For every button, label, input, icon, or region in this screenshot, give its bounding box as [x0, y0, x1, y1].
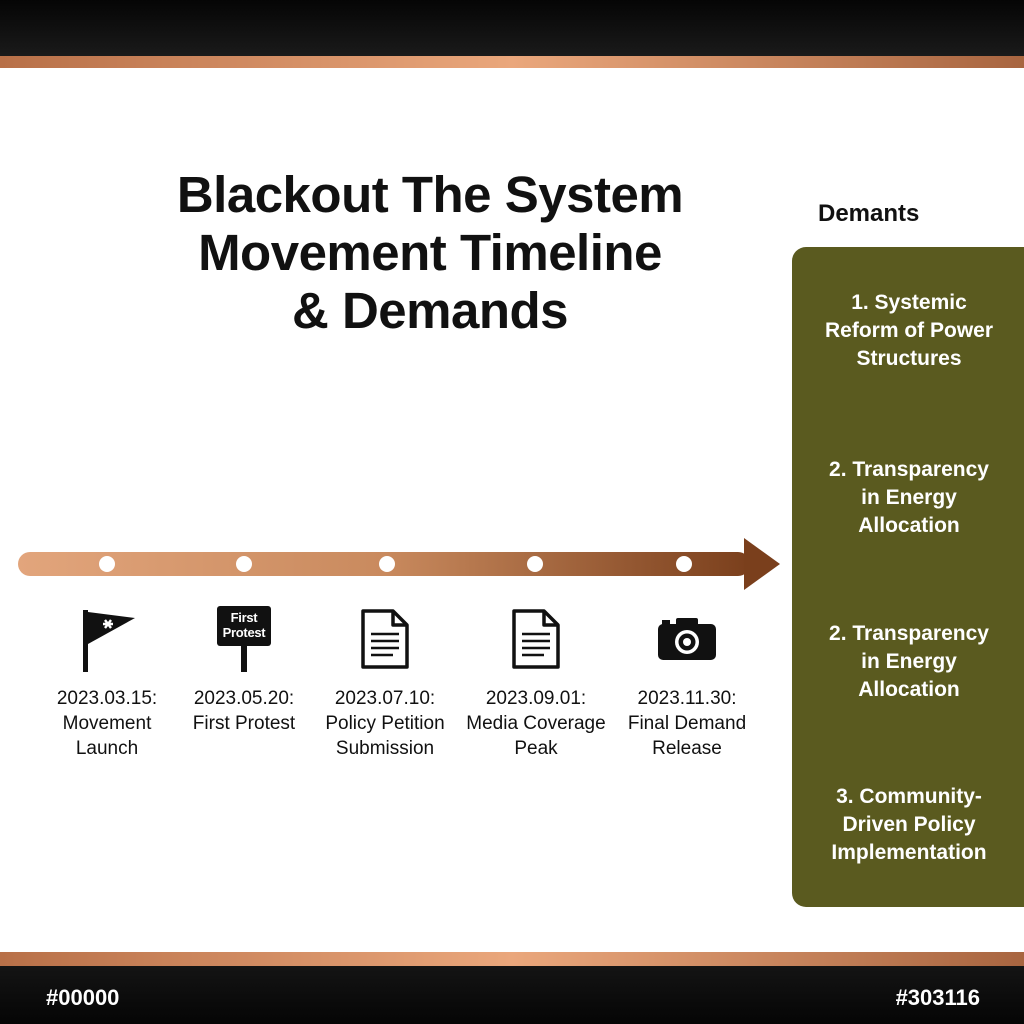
camera-icon: [612, 604, 762, 674]
bottom-copper-stripe: [0, 952, 1024, 966]
bottom-band: [0, 966, 1024, 1024]
timeline-event-4: 2023.09.01: Media Coverage Peak: [461, 604, 611, 761]
document-icon: [461, 604, 611, 674]
flag-icon: [32, 604, 182, 674]
footer-right-code: #303116: [895, 985, 980, 1010]
timeline-event-3: 2023.07.10: Policy Petition Submission: [310, 604, 460, 761]
document-icon: [310, 604, 460, 674]
timeline-dot-1: [99, 556, 115, 572]
demands-heading: Demants: [818, 200, 920, 227]
protest-sign-icon: First Protest: [169, 604, 319, 674]
timeline-dot-3: [379, 556, 395, 572]
top-band: [0, 0, 1024, 56]
timeline-dot-5: [676, 556, 692, 572]
footer-left-code: #00000: [46, 985, 120, 1010]
demand-item-2: 2. Transparency in Energy Allocation: [829, 458, 989, 537]
demand-item-3: 2. Transparency in Energy Allocation: [829, 622, 989, 701]
demands-panel: 1. Systemic Reform of Power Structures 2…: [792, 247, 1024, 907]
timeline-arrow: [18, 538, 780, 590]
page-title: Blackout The System Movement Timeline & …: [60, 166, 800, 340]
title-line-1: Blackout The System: [176, 166, 684, 223]
top-copper-stripe: [0, 56, 1024, 68]
timeline-dot-4: [527, 556, 543, 572]
timeline-event-5: 2023.11.30: Final Demand Release: [612, 604, 762, 761]
demand-item-4: 3. Community- Driven Policy Implementati…: [831, 785, 987, 864]
demand-item-1: 1. Systemic Reform of Power Structures: [824, 291, 994, 370]
timeline-event-1: 2023.03.15: Movement Launch: [32, 604, 182, 761]
timeline-dot-2: [236, 556, 252, 572]
title-line-2: Movement Timeline: [198, 224, 662, 281]
timeline-event-2: First Protest 2023.05.20: First Protest: [169, 604, 319, 736]
timeline-arrowhead: [744, 538, 780, 590]
title-line-3: & Demands: [291, 282, 569, 339]
